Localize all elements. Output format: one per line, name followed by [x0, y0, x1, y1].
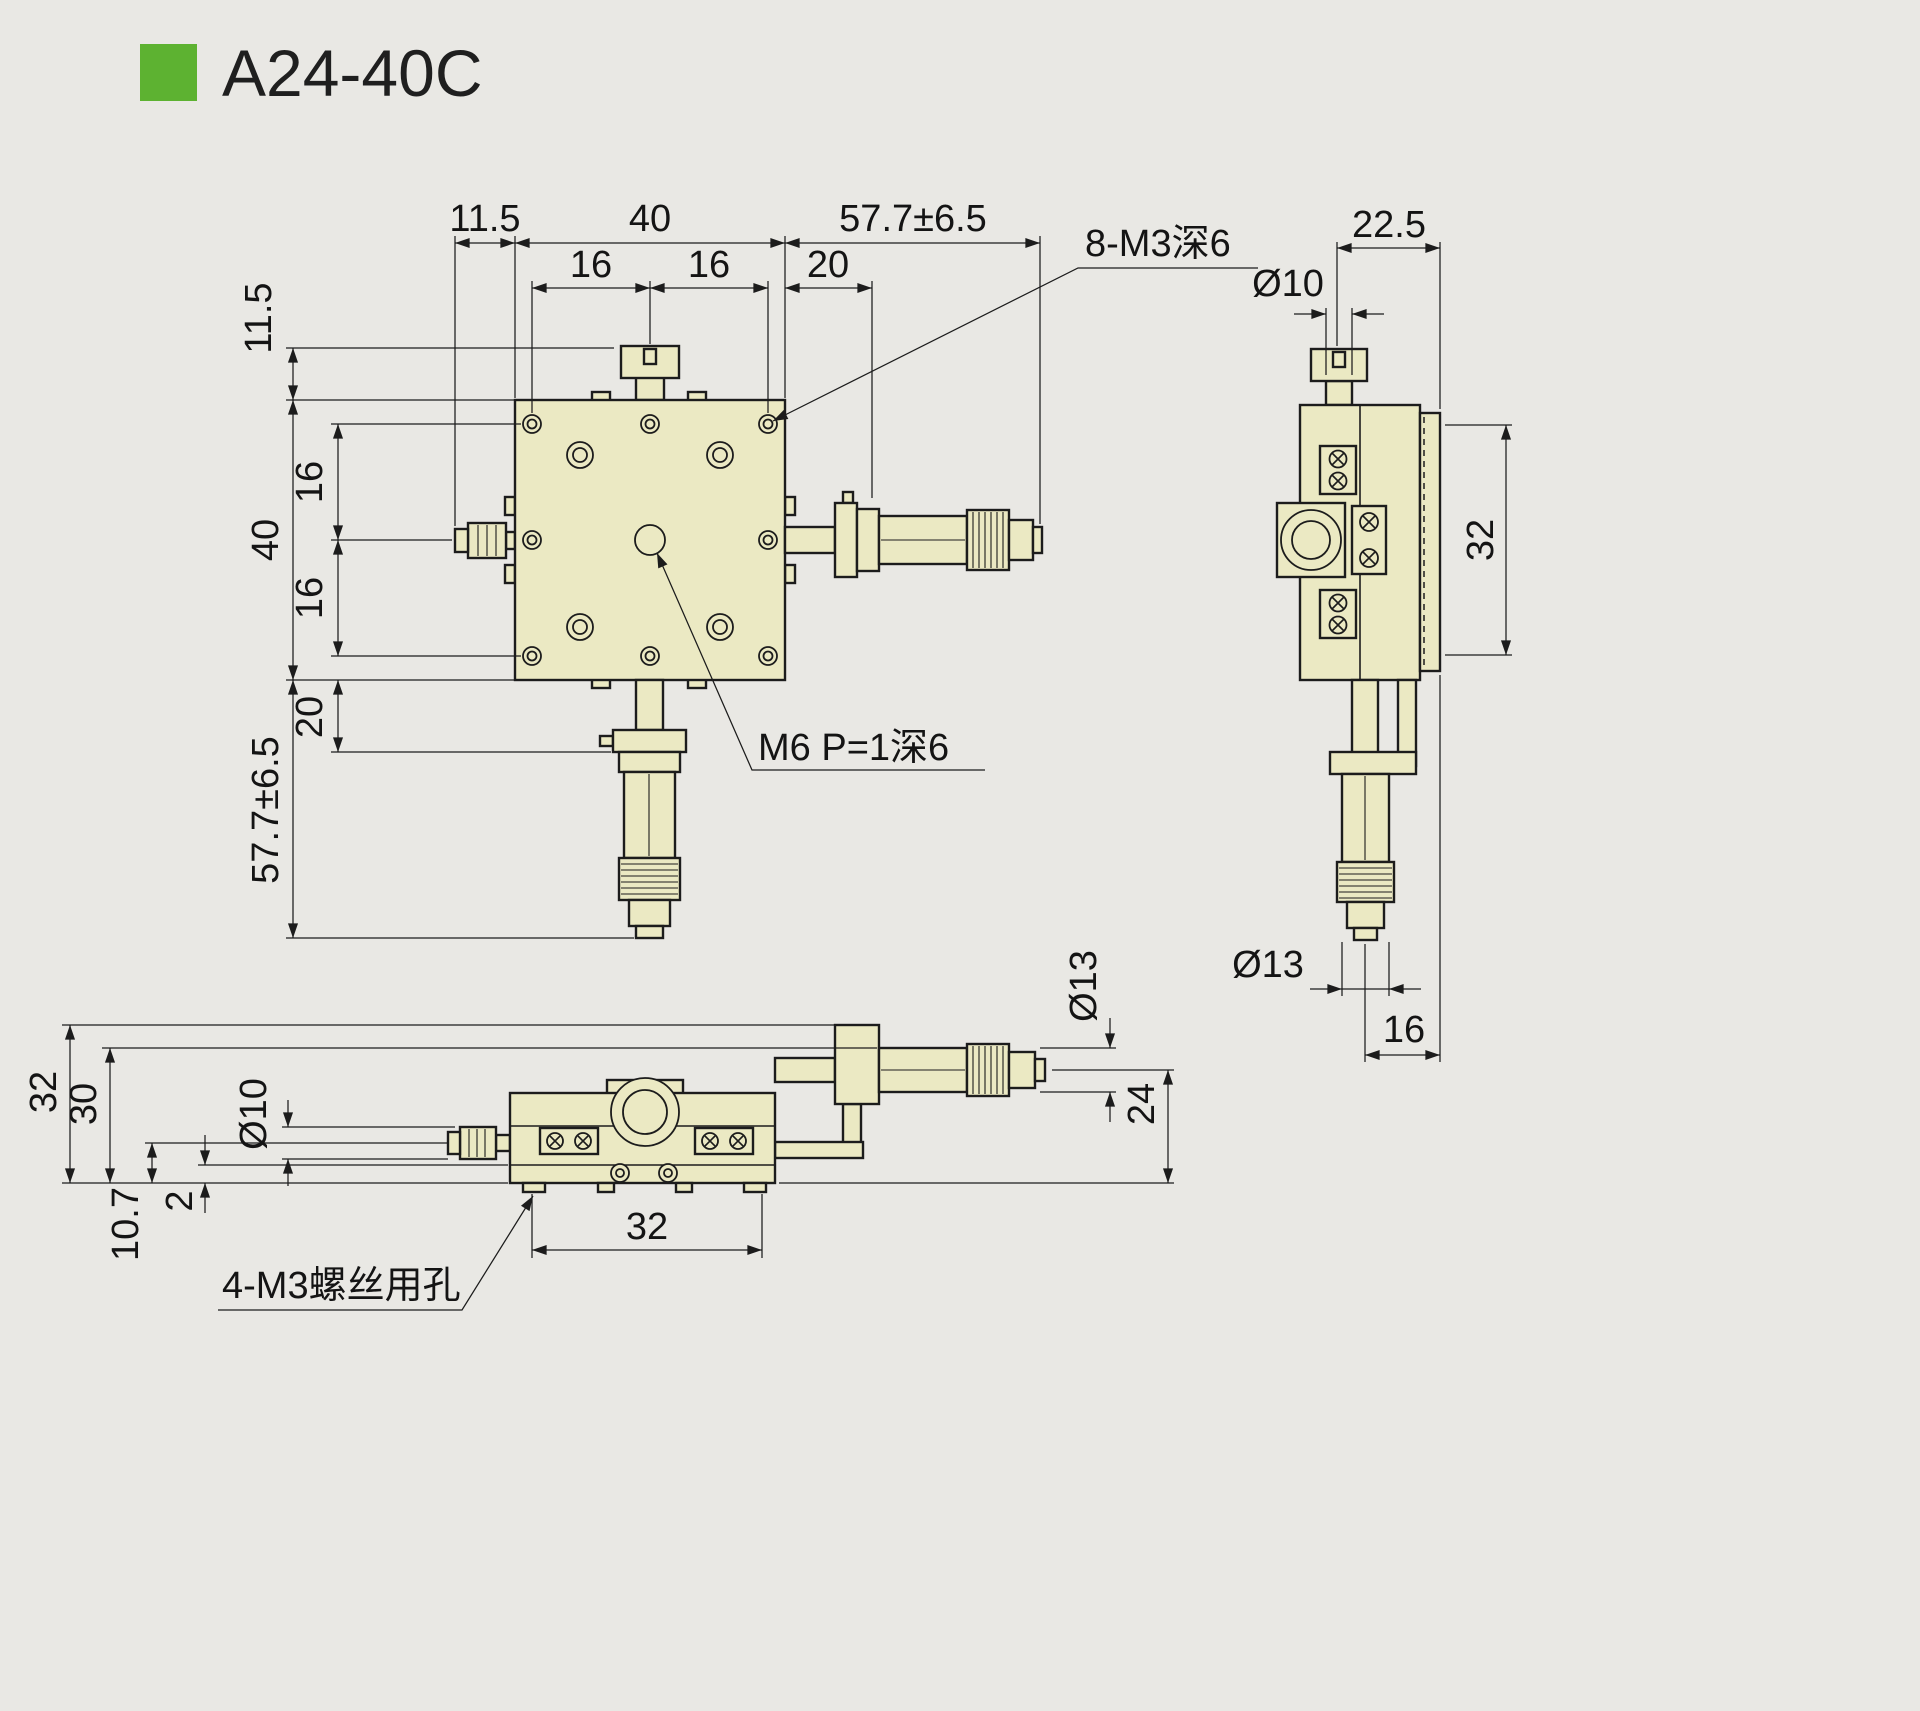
title-marker-icon: [140, 44, 197, 101]
socket-screws: [566, 441, 734, 641]
dim-top-pitch-h2: 16: [688, 244, 730, 286]
dim-front-thimble-dia: Ø13: [1063, 950, 1105, 1022]
side-view-part: [1275, 347, 1442, 942]
dim-front-total-height: 32: [23, 1071, 65, 1113]
m6-center-hole: [634, 524, 666, 556]
label-m3-holes: 8-M3深6: [1085, 223, 1231, 265]
top-knob: [619, 344, 681, 402]
dim-top-mount-offset-h: 20: [807, 244, 849, 286]
front-view-part: [446, 1023, 1047, 1194]
page-header: A24-40C: [140, 36, 483, 110]
label-m6-hole: M6 P=1深6: [758, 727, 949, 769]
dim-side-knob-dia: Ø10: [1252, 263, 1324, 305]
dim-top-offset-h: 11.5: [449, 198, 520, 240]
side-view: 22.5 Ø10 32 Ø13 16: [1232, 204, 1512, 1062]
dim-top-micrometer-v: 57.7±6.5: [245, 736, 287, 884]
dim-top-mount-offset-v: 20: [289, 696, 331, 738]
dim-top-body-height: 40: [245, 519, 287, 561]
dim-top-pitch-v2: 16: [289, 577, 331, 619]
top-view-dimensions: 11.5 40 57.7±6.5 16 16 20 11.5 40 57.7±6…: [238, 198, 1258, 939]
dim-side-axis-offset: 16: [1383, 1009, 1425, 1051]
dim-side-depth: 22.5: [1352, 204, 1426, 246]
dim-top-pitch-v1: 16: [289, 461, 331, 503]
dim-front-knob-dia: Ø10: [233, 1078, 275, 1150]
front-x-micrometer: [773, 1023, 1047, 1160]
dim-top-micrometer-h: 57.7±6.5: [839, 198, 987, 240]
label-m3-mount-holes: 4-M3螺丝用孔: [222, 1265, 461, 1307]
dim-front-base-height: 10.7: [105, 1187, 147, 1261]
dim-top-offset-v: 11.5: [238, 282, 280, 353]
dim-side-screw-pitch: 32: [1460, 519, 1502, 561]
dim-front-height-30: 30: [63, 1083, 105, 1125]
y-micrometer: [598, 678, 688, 940]
top-view-part: [453, 344, 1044, 940]
side-view-dimensions: 22.5 Ø10 32 Ø13 16: [1232, 204, 1512, 1062]
dim-front-lip: 2: [159, 1190, 201, 1211]
front-view-dimensions: 32 30 Ø10 10.7 2 Ø13 24 32 4-M3螺丝用孔: [23, 950, 1174, 1311]
dim-top-pitch-h1: 16: [570, 244, 612, 286]
front-view: 32 30 Ø10 10.7 2 Ø13 24 32 4-M3螺丝用孔: [23, 950, 1174, 1311]
page-title: A24-40C: [222, 36, 483, 110]
dim-front-hole-pitch: 32: [626, 1206, 668, 1248]
left-knob: [453, 521, 517, 560]
m3-holes: [522, 414, 778, 666]
dim-top-body-width: 40: [629, 198, 671, 240]
dim-front-axis-height: 24: [1121, 1083, 1163, 1125]
x-micrometer: [783, 490, 1044, 579]
dim-side-thimble-dia: Ø13: [1232, 944, 1304, 986]
top-view: 11.5 40 57.7±6.5 16 16 20 11.5 40 57.7±6…: [238, 198, 1258, 940]
